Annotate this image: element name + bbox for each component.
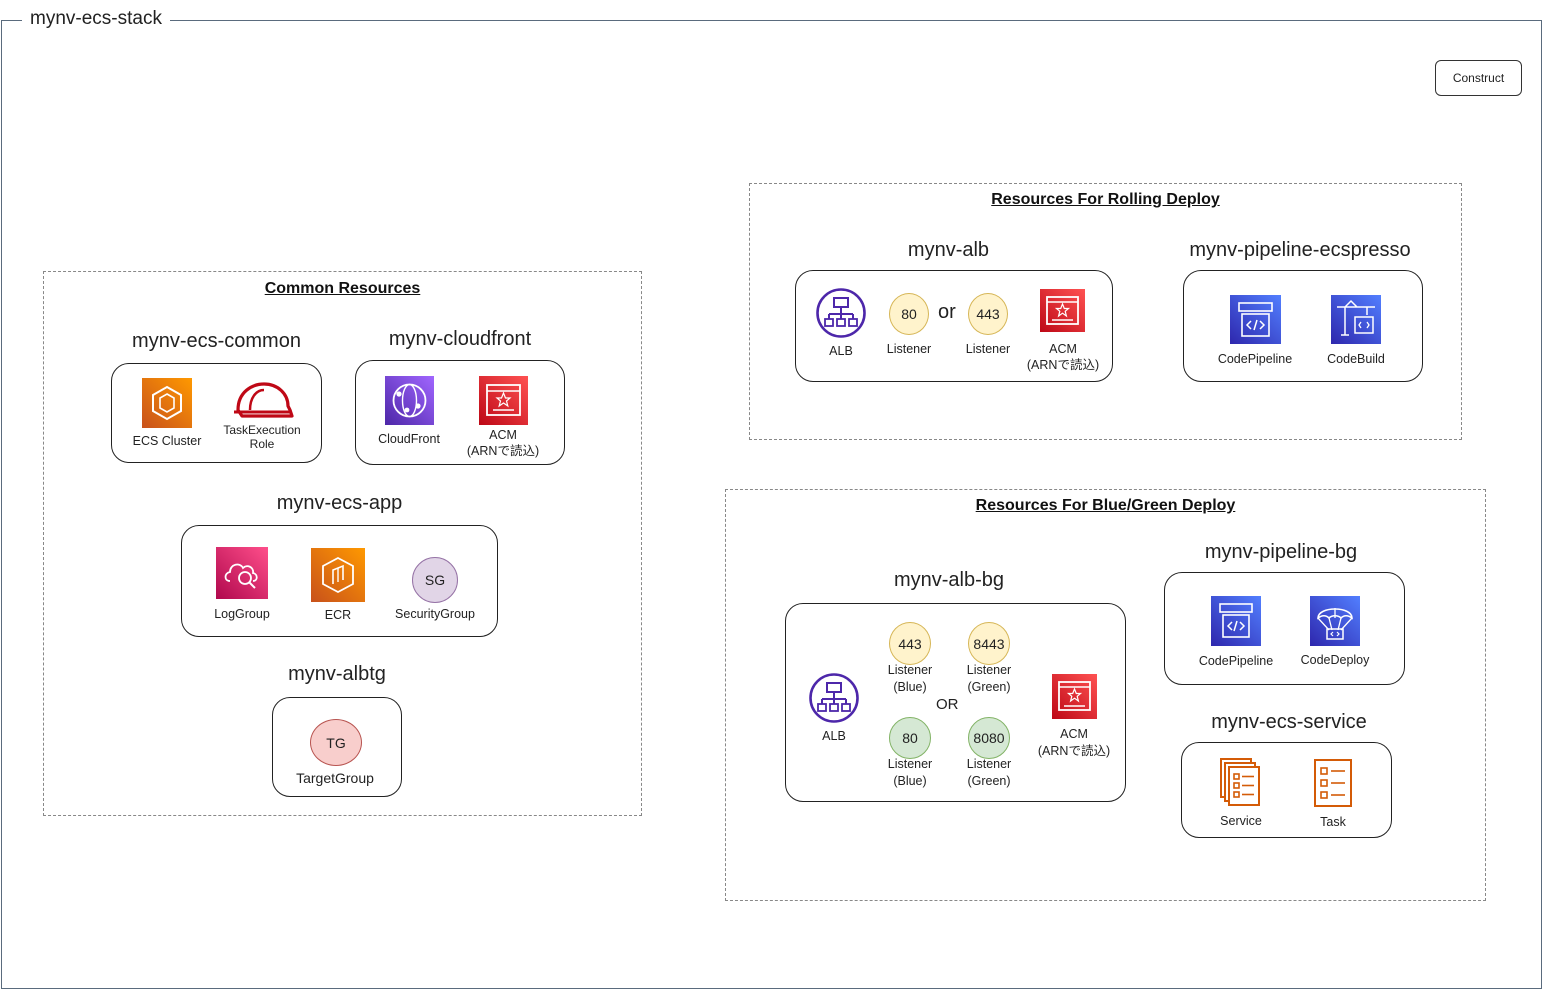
codepipeline-icon [1230,295,1281,344]
group-common-resources [43,271,642,816]
security-group-badge: SG [412,557,458,603]
group-title-common: Common Resources [264,280,421,297]
acm-icon [1052,674,1097,719]
group-title-bluegreen: Resources For Blue/Green Deploy [975,497,1236,514]
listener-443-badge: 443 [889,622,931,665]
iam-role-icon [234,382,294,418]
construct-name-pipeline-bg: mynv-pipeline-bg [1204,541,1358,563]
construct-ecs-service [1181,742,1392,838]
codebuild-icon [1331,295,1381,344]
label-alb: ALB [829,344,853,358]
label-loggroup: LogGroup [214,607,270,621]
label-acm-note: (ARNで読込) [466,444,540,458]
listener-8080-badge: 8080 [968,717,1010,759]
label-ecs-cluster: ECS Cluster [132,434,202,448]
label-acm: ACM [1060,727,1088,741]
listener-80-badge: 80 [889,293,929,335]
target-group-badge: TG [310,719,362,766]
cloudfront-icon [385,376,434,425]
label-ecr: ECR [324,608,352,622]
group-rolling-deploy [749,183,1462,440]
label-codepipeline: CodePipeline [1217,352,1293,366]
label-acm-note: (ARNで読込) [1026,358,1100,372]
stack-frame [1,20,1542,989]
acm-icon [1040,289,1085,332]
ecs-icon [142,378,192,428]
label-listener-8080-green: (Green) [967,774,1011,788]
construct-name-ecs-app: mynv-ecs-app [276,492,403,514]
label-listener-80-blue: (Blue) [893,774,927,788]
label-codebuild: CodeBuild [1327,352,1385,366]
or-separator: or [938,301,956,323]
label-task-execution-role-1: TaskExecution [223,423,301,437]
label-listener-8080: Listener [966,757,1012,771]
construct-name-ecs-common: mynv-ecs-common [132,330,301,352]
label-listener-80: Listener [887,757,933,771]
construct-pipeline-ecspresso [1183,270,1423,382]
listener-443-badge: 443 [968,293,1008,335]
alb-icon [809,673,859,723]
label-targetgroup: TargetGroup [296,770,374,786]
construct-name-pipeline-ecspresso: mynv-pipeline-ecspresso [1189,239,1411,261]
label-securitygroup: SecurityGroup [395,607,475,621]
label-listener-8443-green: (Green) [967,680,1011,694]
codepipeline-icon [1211,596,1261,646]
codedeploy-icon [1310,596,1360,646]
or-separator: OR [936,696,959,713]
label-cloudfront: CloudFront [378,432,440,446]
construct-name-cloudfront: mynv-cloudfront [388,328,532,350]
label-acm: ACM [1049,342,1077,356]
stack-title: mynv-ecs-stack [22,8,170,30]
label-listener-443: Listener [965,342,1011,356]
label-acm-note: (ARNで読込) [1037,744,1111,758]
construct-name-ecs-service: mynv-ecs-service [1211,711,1367,733]
label-codedeploy: CodeDeploy [1300,653,1370,667]
label-listener-443-blue: (Blue) [893,680,927,694]
label-task: Task [1320,815,1346,829]
legend-construct: Construct [1435,60,1522,96]
construct-name-albtg: mynv-albtg [288,663,386,685]
ecs-service-icon [1220,758,1260,806]
label-service: Service [1220,814,1262,828]
label-acm: ACM [489,428,517,442]
construct-pipeline-bg [1164,572,1405,685]
label-listener-8443: Listener [966,663,1012,677]
group-title-rolling: Resources For Rolling Deploy [991,191,1220,208]
listener-8443-badge: 8443 [968,622,1010,665]
ecr-icon [311,548,365,602]
acm-icon [479,376,528,425]
alb-icon [816,288,866,338]
label-listener-443: Listener [887,663,933,677]
listener-80-badge: 80 [889,717,931,759]
label-task-execution-role-2: Role [249,437,275,451]
label-alb: ALB [822,729,846,743]
label-listener-80: Listener [886,342,932,356]
construct-name-alb-bg: mynv-alb-bg [893,569,1005,591]
ecs-task-icon [1314,759,1352,807]
cloudwatch-logs-icon [216,547,268,599]
label-codepipeline: CodePipeline [1198,654,1274,668]
group-bluegreen-deploy [725,489,1486,901]
construct-name-alb: mynv-alb [907,239,990,261]
